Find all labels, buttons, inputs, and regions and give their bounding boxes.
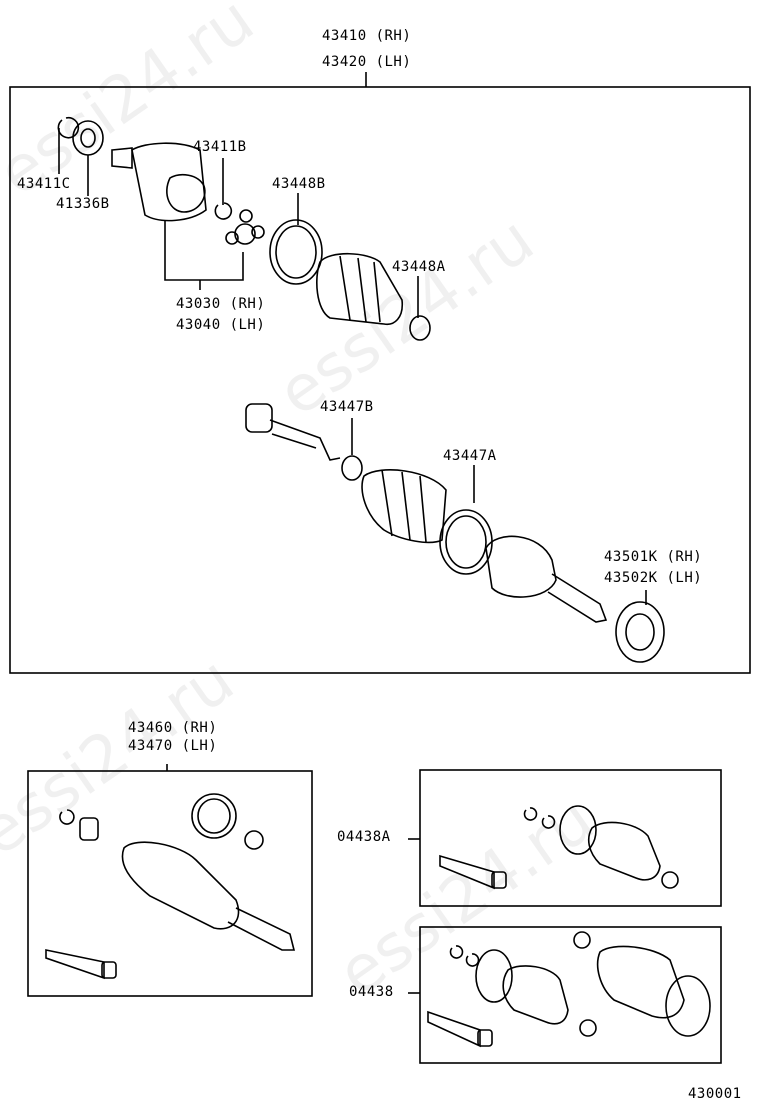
label-04438: 04438 [349, 984, 394, 1000]
label-43447a: 43447A [443, 448, 497, 464]
label-43447b: 43447B [320, 399, 374, 415]
label-04438a: 04438A [337, 829, 391, 845]
snap-ring-icon [59, 809, 75, 825]
label-assy-rh: 43410 (RH) [322, 28, 412, 44]
label-outboard-rh: 43460 (RH) [128, 720, 218, 736]
grease-tube-icon [45, 949, 117, 980]
outboard-assembly-frame [27, 770, 313, 997]
seal-43501k-icon [615, 601, 665, 663]
seal-41336b-icon [72, 120, 104, 156]
clamp-43448a-icon [409, 315, 431, 341]
clamp-small-icon [579, 1019, 597, 1037]
label-43448a: 43448A [392, 259, 446, 275]
boot-icon [596, 945, 685, 1019]
clamp-43447a-icon [439, 509, 493, 575]
boot-kit-frame [419, 926, 722, 1064]
grease-tube-icon [439, 854, 507, 890]
main-assembly-frame [9, 86, 751, 674]
label-43411c: 43411C [17, 176, 71, 192]
clamp-band-icon [191, 793, 237, 839]
snap-ring-icon [523, 807, 538, 821]
label-outboard-lh: 43470 (LH) [128, 738, 218, 754]
outboard-joint-icon [485, 535, 608, 623]
label-inboard-rh: 43030 (RH) [176, 296, 266, 312]
spline-end-icon [79, 817, 99, 841]
clamp-small-icon [244, 830, 264, 850]
grease-tube-icon [427, 1010, 493, 1048]
boot-kit-a-frame [419, 769, 722, 907]
inboard-joint-housing-icon [111, 142, 207, 222]
clamp-band-icon [559, 805, 597, 855]
snap-ring-43411b-icon [214, 202, 233, 220]
boot-icon [587, 821, 661, 881]
inboard-boot-icon [316, 252, 404, 326]
outboard-boot-icon [361, 469, 447, 544]
label-seal-rh: 43501K (RH) [604, 549, 703, 565]
drive-shaft-icon [245, 403, 341, 461]
label-inboard-lh: 43040 (LH) [176, 317, 266, 333]
label-seal-lh: 43502K (LH) [604, 570, 703, 586]
clamp-43447b-icon [341, 455, 363, 481]
label-assy-lh: 43420 (LH) [322, 54, 412, 70]
clamp-small-icon [573, 931, 591, 949]
clamp-band-icon [665, 975, 711, 1037]
outboard-shaft-assy-icon [121, 841, 296, 951]
label-43448b: 43448B [272, 176, 326, 192]
label-43411b: 43411B [193, 139, 247, 155]
tripod-joint-icon [225, 209, 265, 245]
snap-ring-icon [449, 945, 464, 959]
diagram-code: 430001 [688, 1086, 742, 1102]
boot-icon [502, 965, 569, 1025]
clamp-band-icon [475, 949, 513, 1003]
label-41336b: 41336B [56, 196, 110, 212]
clamp-small-icon [661, 871, 679, 889]
clamp-43448b-icon [269, 219, 323, 285]
